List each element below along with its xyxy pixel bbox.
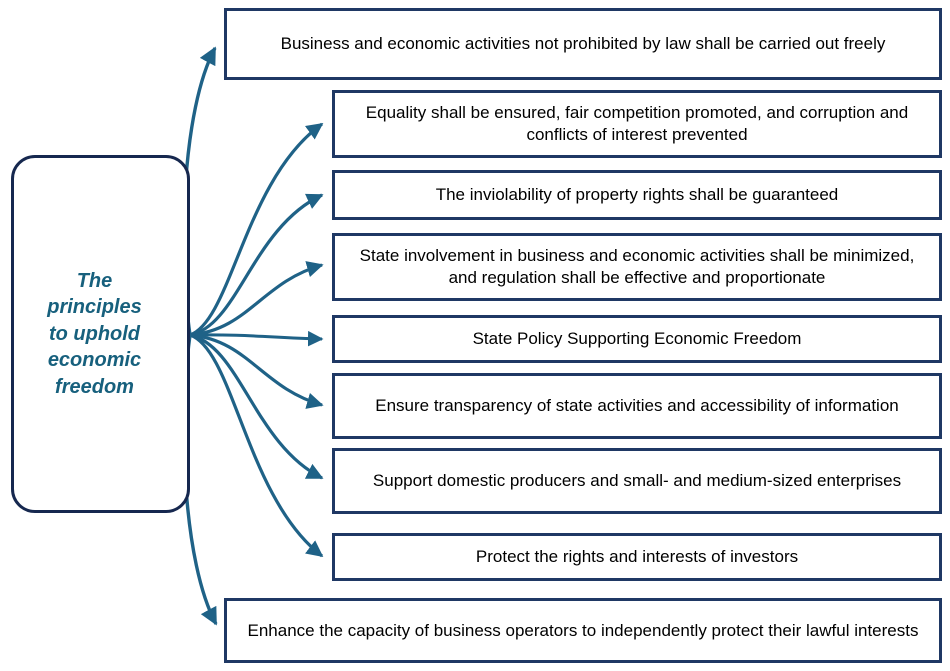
connector-to-branch-8 [189, 333, 324, 558]
branch-box-3[interactable]: The inviolability of property rights sha… [332, 170, 942, 220]
branch-box-4[interactable]: State involvement in business and econom… [332, 233, 942, 301]
branch-box-2[interactable]: Equality shall be ensured, fair competit… [332, 90, 942, 158]
connector-to-branch-2 [189, 122, 324, 337]
branch-label-9: Enhance the capacity of business operato… [247, 620, 919, 640]
connector-to-branch-3 [189, 193, 324, 337]
connector-to-branch-6 [189, 333, 324, 409]
branch-box-5[interactable]: State Policy Supporting Economic Freedom [332, 315, 942, 363]
branch-label-1: Business and economic activities not pro… [280, 34, 886, 54]
branch-label-7: Support domestic producers and small- an… [372, 471, 902, 491]
branch-box-9[interactable]: Enhance the capacity of business operato… [224, 598, 942, 663]
branch-box-1[interactable]: Business and economic activities not pro… [224, 8, 942, 80]
connector-to-branch-4 [189, 261, 324, 337]
branch-label-5: State Policy Supporting Economic Freedom [472, 329, 802, 349]
hub-node[interactable]: The principles to uphold economic freedo… [11, 155, 190, 513]
branch-label-4: State involvement in business and econom… [359, 246, 915, 287]
connector-to-branch-5 [189, 330, 324, 347]
connector-to-branch-7 [189, 333, 324, 480]
hub-label: The principles to uphold economic freedo… [47, 269, 142, 398]
branch-label-8: Protect the rights and interests of inve… [475, 547, 799, 567]
branch-box-6[interactable]: Ensure transparency of state activities … [332, 373, 942, 439]
branch-label-2: Equality shall be ensured, fair competit… [365, 103, 909, 144]
branch-label-6: Ensure transparency of state activities … [375, 396, 899, 416]
branch-label-3: The inviolability of property rights sha… [435, 185, 839, 205]
branch-box-8[interactable]: Protect the rights and interests of inve… [332, 533, 942, 581]
branch-box-7[interactable]: Support domestic producers and small- an… [332, 448, 942, 514]
